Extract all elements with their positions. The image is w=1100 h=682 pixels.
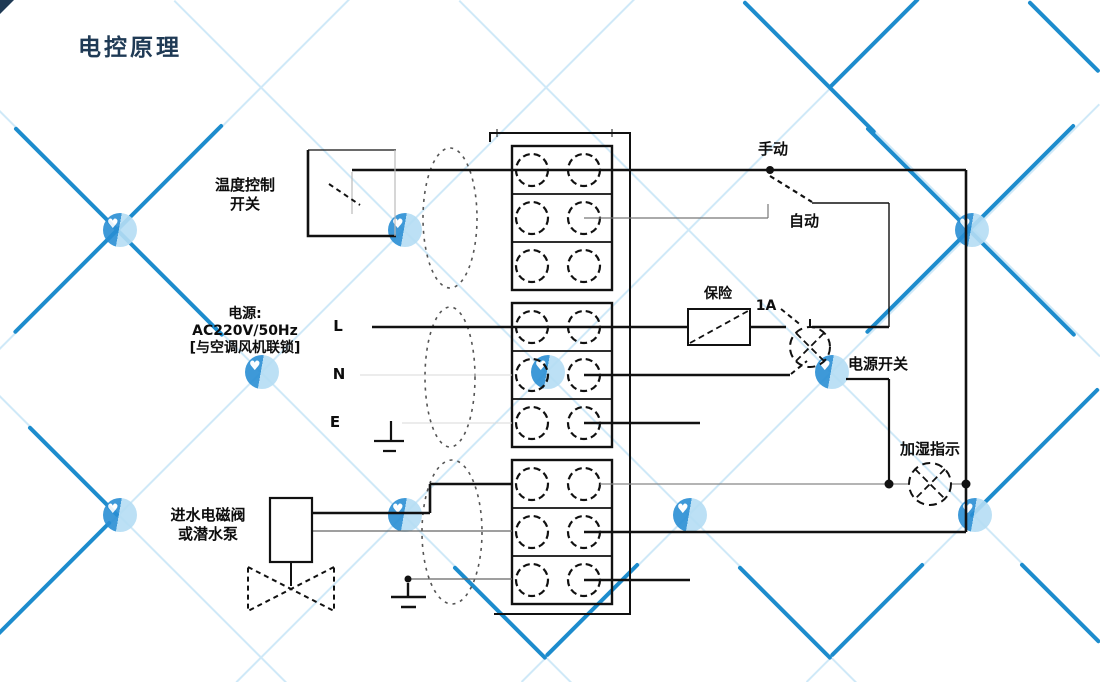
valve-label-line1: 进水电磁阀	[170, 506, 246, 524]
cable-ellipses	[421, 147, 483, 605]
manual-auto-switch-symbol	[766, 166, 813, 203]
indicator-lamp-symbol	[884, 462, 971, 506]
power-source-line2: AC220V/50Hz	[192, 323, 298, 339]
fuse-symbol	[687, 308, 751, 346]
valve-label-line2: 或潜水泵	[177, 525, 238, 543]
power-source-line3: [与空调风机联锁]	[189, 340, 301, 356]
valve-label: 进水电磁阀 或潜水泵	[146, 506, 270, 544]
temp-switch-label-line1: 温度控制	[214, 176, 275, 194]
humidify-indicator-label: 加湿指示	[899, 440, 960, 458]
power-switch-label: 电源开关	[847, 355, 908, 373]
fuse-rating-label: 1A	[755, 298, 777, 314]
temp-switch-label-line2: 开关	[229, 195, 260, 213]
watermark-logo	[388, 213, 422, 247]
wires-thin	[312, 202, 966, 580]
watermark-logo	[388, 498, 422, 532]
wires-thick	[312, 168, 968, 582]
manual-label: 手动	[757, 140, 788, 158]
watermark-logo	[673, 498, 707, 532]
terminal-n-label: N	[332, 365, 346, 383]
fuse-label: 保险	[704, 286, 732, 302]
watermark-logo	[815, 355, 849, 389]
power-source-label: 电源: AC220V/50Hz [与空调风机联锁]	[160, 306, 330, 357]
power-source-line1: 电源:	[228, 306, 262, 322]
terminal-e-label: E	[329, 413, 341, 431]
temp-switch-symbol	[306, 149, 396, 238]
enclosure-outline	[489, 129, 631, 615]
watermark-logo	[103, 213, 137, 247]
terminal-l-label: L	[333, 317, 343, 335]
watermark-logo	[103, 498, 137, 532]
solenoid-valve-symbol	[247, 496, 412, 613]
page-title: 电控原理	[78, 35, 182, 61]
temp-switch-label: 温度控制 开关	[197, 176, 293, 214]
watermark-logo	[958, 498, 992, 532]
ground-symbol-pump	[391, 583, 426, 609]
auto-label: 自动	[788, 212, 819, 230]
power-switch-symbol	[780, 308, 831, 375]
ground-symbol-e	[374, 421, 404, 453]
corner-mark	[0, 0, 14, 14]
schematic-lines	[247, 129, 971, 615]
watermark-logo	[245, 355, 279, 389]
